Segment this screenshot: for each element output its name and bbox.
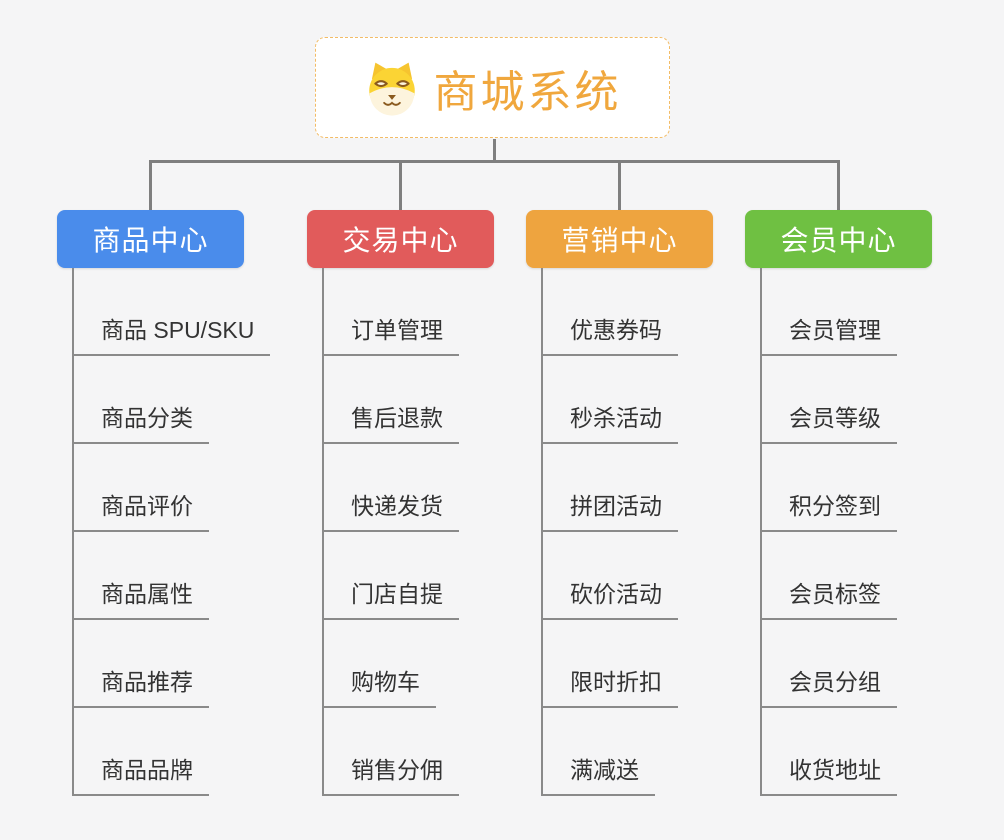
leaf-node-label: 会员管理	[760, 311, 897, 356]
leaf-node[interactable]: 商品品牌	[72, 708, 270, 796]
leaf-node[interactable]: 商品属性	[72, 532, 270, 620]
connector-branch-spine	[322, 268, 324, 796]
branch-node[interactable]: 会员中心	[745, 210, 932, 268]
leaf-node[interactable]: 订单管理	[322, 268, 494, 356]
branch-column-1: 商品中心 商品 SPU/SKU 商品分类商品评价商品属性商品推荐商品品牌	[57, 210, 271, 796]
leaf-node-label: 商品品牌	[72, 751, 209, 796]
leaf-node-label: 门店自提	[322, 575, 459, 620]
leaf-list: 订单管理售后退款快递发货门店自提购物车销售分佣	[322, 268, 494, 796]
branch-column-4: 会员中心 会员管理会员等级积分签到会员标签会员分组收货地址	[745, 210, 932, 796]
leaf-node-label: 砍价活动	[541, 575, 678, 620]
leaf-node[interactable]: 门店自提	[322, 532, 494, 620]
connector-branch-spine	[760, 268, 762, 796]
leaf-node[interactable]: 会员等级	[760, 356, 932, 444]
leaf-node[interactable]: 会员管理	[760, 268, 932, 356]
leaf-node-label: 售后退款	[322, 399, 459, 444]
leaf-node[interactable]: 秒杀活动	[541, 356, 713, 444]
root-node-mall-system[interactable]: 商城系统	[315, 37, 670, 138]
dog-logo-icon	[368, 62, 415, 116]
leaf-node[interactable]: 售后退款	[322, 356, 494, 444]
connector-branch-spine	[72, 268, 74, 796]
connector-drop-member-center	[837, 161, 840, 210]
branch-column-3: 营销中心 优惠券码秒杀活动拼团活动砍价活动限时折扣满减送	[526, 210, 713, 796]
leaf-node-label: 限时折扣	[541, 663, 678, 708]
leaf-node-label: 优惠券码	[541, 311, 678, 356]
leaf-node-label: 收货地址	[760, 751, 897, 796]
leaf-node-label: 会员标签	[760, 575, 897, 620]
leaf-node-label: 会员等级	[760, 399, 897, 444]
leaf-node[interactable]: 购物车	[322, 620, 494, 708]
leaf-node[interactable]: 商品分类	[72, 356, 270, 444]
connector-root-drop	[493, 139, 496, 163]
leaf-node-label: 商品属性	[72, 575, 209, 620]
branch-node[interactable]: 营销中心	[526, 210, 713, 268]
leaf-node-label: 积分签到	[760, 487, 897, 532]
leaf-node-label: 商品 SPU/SKU	[72, 311, 271, 356]
leaf-node-label: 秒杀活动	[541, 399, 678, 444]
leaf-node[interactable]: 砍价活动	[541, 532, 713, 620]
leaf-node[interactable]: 满减送	[541, 708, 713, 796]
branch-node[interactable]: 商品中心	[57, 210, 244, 268]
leaf-node[interactable]: 商品评价	[72, 444, 270, 532]
leaf-node-label: 商品推荐	[72, 663, 209, 708]
leaf-node[interactable]: 快递发货	[322, 444, 494, 532]
leaf-node-label: 满减送	[541, 751, 655, 796]
leaf-node[interactable]: 会员分组	[760, 620, 932, 708]
leaf-node[interactable]: 销售分佣	[322, 708, 494, 796]
leaf-node[interactable]: 拼团活动	[541, 444, 713, 532]
leaf-list: 商品 SPU/SKU 商品分类商品评价商品属性商品推荐商品品牌	[72, 268, 271, 796]
leaf-node[interactable]: 会员标签	[760, 532, 932, 620]
branch-node[interactable]: 交易中心	[307, 210, 494, 268]
leaf-list: 优惠券码秒杀活动拼团活动砍价活动限时折扣满减送	[541, 268, 713, 796]
connector-drop-product-center	[149, 161, 152, 210]
leaf-node[interactable]: 商品推荐	[72, 620, 270, 708]
leaf-node-label: 购物车	[322, 663, 436, 708]
leaf-node-label: 商品评价	[72, 487, 209, 532]
leaf-node[interactable]: 积分签到	[760, 444, 932, 532]
branch-column-2: 交易中心 订单管理售后退款快递发货门店自提购物车销售分佣	[307, 210, 494, 796]
connector-drop-trade-center	[399, 161, 402, 210]
leaf-node-label: 快递发货	[322, 487, 459, 532]
leaf-node-label: 拼团活动	[541, 487, 678, 532]
leaf-node[interactable]: 限时折扣	[541, 620, 713, 708]
leaf-node-label: 订单管理	[322, 311, 459, 356]
connector-drop-marketing-center	[618, 161, 621, 210]
connector-branch-spine	[541, 268, 543, 796]
connector-horizontal-bus	[149, 160, 840, 163]
leaf-node-label: 会员分组	[760, 663, 897, 708]
leaf-node[interactable]: 商品 SPU/SKU	[72, 268, 271, 356]
leaf-list: 会员管理会员等级积分签到会员标签会员分组收货地址	[760, 268, 932, 796]
leaf-node[interactable]: 收货地址	[760, 708, 932, 796]
root-node-title: 商城系统	[433, 67, 622, 117]
leaf-node-label: 商品分类	[72, 399, 209, 444]
leaf-node-label: 销售分佣	[322, 751, 459, 796]
leaf-node[interactable]: 优惠券码	[541, 268, 713, 356]
